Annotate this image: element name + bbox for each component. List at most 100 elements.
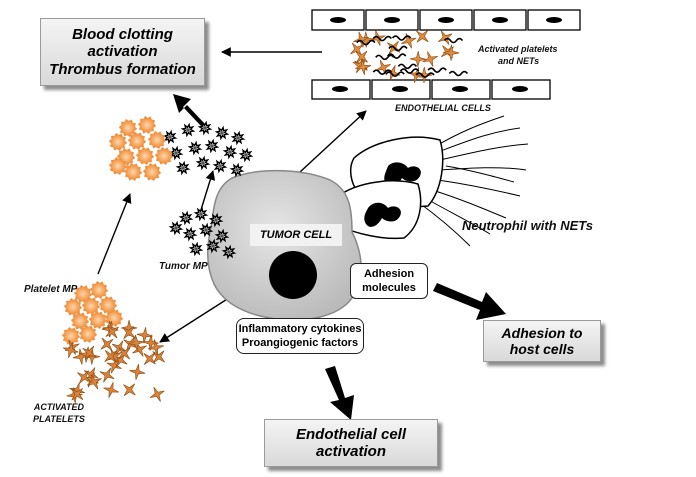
activated-platelets-line2: PLATELETS	[33, 413, 85, 424]
platelet-mp-label: Platelet MP	[24, 284, 78, 295]
endothelial-activation-line2: activation	[315, 443, 387, 460]
net-fragment	[372, 35, 392, 42]
activated-platelets-line1: ACTIVATED	[33, 402, 84, 412]
net-fragment	[397, 63, 418, 70]
tumor-mp-core	[227, 250, 231, 254]
tumor-mp-core	[244, 153, 248, 157]
endothelial-activation-line1: Endothelial cell	[295, 425, 407, 443]
tumor-mp-core	[186, 128, 190, 132]
vessel-platelet	[350, 42, 364, 56]
tumor-mp-core	[220, 131, 224, 135]
activated-platelet	[100, 337, 114, 351]
arrow-to-activated-platelets	[159, 295, 233, 343]
activated-platelet	[129, 363, 146, 380]
activated-platelet	[152, 350, 165, 363]
cytokines-line2: Proangiogenic factors	[241, 337, 359, 349]
tumor-mp-core	[203, 126, 207, 130]
endothelial-activation-box: Endothelial cell activation	[264, 419, 438, 467]
net-fragment	[375, 54, 395, 61]
tumor-mp-core	[218, 164, 222, 168]
activated-platelet	[71, 388, 84, 401]
vessel-platelet	[437, 30, 453, 45]
vessel-platelet	[375, 59, 391, 75]
adhesion-to-host-box: Adhesion to host cells	[483, 320, 601, 362]
platelet-mp-particle	[142, 162, 162, 182]
tumor-mp-label: Tumor MP	[159, 261, 208, 272]
platelet-mp-particle	[88, 310, 108, 330]
net-fragment	[387, 53, 407, 59]
activated-platelets-cluster	[62, 319, 165, 404]
net-fragment	[385, 71, 405, 77]
net-fragment	[372, 69, 392, 75]
vessel-platelet	[355, 58, 372, 76]
neutrophil-nucleus-front	[364, 202, 401, 227]
adhesion-molecules-line2: molecules	[362, 282, 416, 294]
tumor-mp-core	[184, 216, 188, 220]
blood-clotting-line3: Thrombus formation	[49, 60, 196, 78]
platelet-mp-particle	[104, 308, 124, 328]
net-fragment	[443, 37, 464, 44]
vessel-platelet	[353, 31, 369, 48]
activated-platelets-nets-label: Activated platelets and NETs	[478, 44, 558, 67]
platelet-mp-particle	[81, 296, 101, 316]
net-strands	[417, 115, 529, 247]
net-fragment	[427, 67, 447, 73]
platelet-mp-particle	[61, 326, 81, 346]
vessel-platelet	[409, 51, 427, 68]
activated-platelet	[86, 374, 102, 390]
activated-platelet	[136, 327, 153, 344]
platelet-mp-particle	[147, 130, 167, 150]
net-fragment	[356, 39, 376, 46]
tumor-mp-core	[174, 226, 178, 230]
net-fragment	[448, 70, 469, 77]
activated-platelet	[82, 345, 97, 360]
platelet-mp-cluster-lower	[61, 280, 124, 346]
thin-arrows	[97, 47, 367, 343]
endothelial-row-top	[311, 9, 581, 31]
tumor-mp-core	[235, 168, 239, 172]
cytokines-line1: Inflammatory cytokines	[238, 322, 362, 335]
endothelial-layer	[311, 9, 581, 100]
tumor-mp-core	[204, 228, 208, 232]
platelet-mp-particle	[137, 115, 157, 135]
tumor-mp-core	[188, 232, 192, 236]
activated-platelet	[105, 325, 119, 339]
arrow-platelet-mp-up	[97, 193, 132, 275]
neutrophils	[329, 115, 529, 247]
activated-platelet	[103, 382, 119, 398]
tumor-microparticles	[162, 120, 254, 260]
vessel-platelet	[416, 30, 429, 43]
tumor-mp-core	[193, 146, 197, 150]
tumor-mp-core	[236, 136, 240, 140]
net-fragment	[415, 72, 435, 78]
activated-platelet	[118, 347, 131, 360]
tumor-mp-core	[168, 135, 172, 139]
blood-clotting-box: Blood clotting activation Thrombus forma…	[40, 18, 205, 86]
activated-platelet	[77, 370, 91, 384]
tumor-mp-core	[201, 161, 205, 165]
adhesion-molecules-box: Adhesion molecules	[350, 263, 428, 299]
tumor-mp-core	[220, 234, 224, 238]
activated-platelets-nets-line2: and NETs	[498, 55, 540, 66]
activated-platelet	[149, 386, 165, 402]
vessel-platelet	[355, 50, 368, 64]
tumor-cell-label-box: TUMOR CELL	[250, 224, 342, 246]
platelet-mp-particle	[154, 146, 174, 166]
activated-platelet	[99, 367, 115, 383]
thick-arrow-to-endothelial	[325, 366, 354, 420]
arrow-tumor-to-endothelium	[299, 110, 367, 173]
tumor-cell-label: TUMOR CELL	[259, 229, 333, 241]
cytokines-box: Inflammatory cytokines Proangiogenic fac…	[236, 318, 364, 354]
activated-platelet	[142, 334, 159, 351]
platelet-mp-particle	[89, 280, 109, 300]
vessel-platelet	[443, 44, 460, 61]
activated-platelet	[123, 383, 136, 397]
adhesion-host-line1: Adhesion to	[501, 324, 583, 341]
net-fragment	[399, 68, 420, 74]
platelet-mp-particle	[123, 162, 143, 182]
activated-platelet	[122, 326, 136, 339]
platelet-mp-particle	[108, 156, 128, 176]
tumor-mp-core	[210, 144, 214, 148]
net-fragment	[388, 45, 408, 52]
